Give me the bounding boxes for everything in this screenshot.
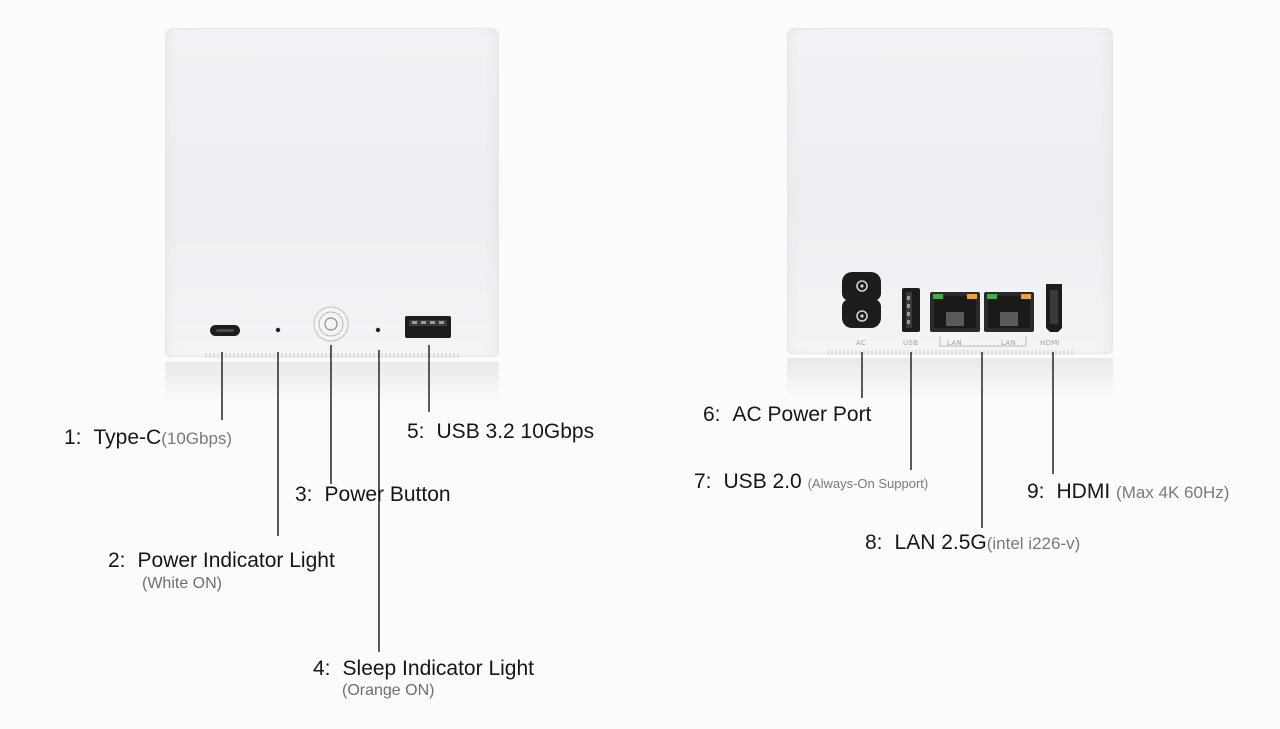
- callout-6: 6:AC Power Port: [703, 403, 872, 426]
- callout-7-name: USB 2.0: [723, 470, 802, 493]
- port-label-lan-2: LAN: [1001, 339, 1016, 347]
- lan-port-2-icon: [984, 292, 1034, 332]
- callout-6-name: AC Power Port: [732, 403, 872, 426]
- lan-bracket: [939, 336, 1027, 347]
- callout-3: 3:Power Button: [295, 483, 451, 506]
- front-vent: [205, 353, 459, 358]
- usb-2-0-port-icon: [902, 288, 920, 332]
- lan-port-1-icon: [930, 292, 980, 332]
- callout-7: 7:USB 2.0 (Always-On Support): [694, 470, 929, 493]
- callout-1: 1:Type-C(10Gbps): [64, 426, 233, 449]
- port-label-ac: AC: [856, 339, 867, 347]
- power-indicator-light-icon: [275, 327, 281, 333]
- callout-3-name: Power Button: [324, 483, 451, 506]
- callout-1-detail: (10Gbps): [161, 429, 233, 448]
- callout-9-detail: (Max 4K 60Hz): [1116, 483, 1230, 502]
- callout-8-name: LAN 2.5G: [894, 531, 987, 554]
- callout-8-detail: (intel i226-v): [986, 534, 1081, 553]
- callout-5-name: USB 3.2 10Gbps: [436, 420, 595, 443]
- callout-4-detail: (Orange ON): [342, 682, 435, 699]
- sleep-indicator-light-icon: [375, 327, 381, 333]
- ac-power-port-icon: [842, 272, 881, 328]
- hdmi-port-icon: [1046, 284, 1062, 332]
- port-label-usb: USB: [903, 339, 919, 347]
- front-device-reflection: [165, 362, 499, 402]
- front-device: [165, 28, 499, 358]
- callout-2-detail: (White ON): [142, 575, 222, 592]
- callout-2-name: Power Indicator Light: [137, 549, 335, 572]
- callout-4-name: Sleep Indicator Light: [342, 657, 534, 680]
- callout-9: 9:HDMI (Max 4K 60Hz): [1027, 480, 1230, 503]
- callout-5: 5:USB 3.2 10Gbps: [407, 420, 595, 443]
- callout-4: 4:Sleep Indicator Light: [313, 657, 534, 680]
- callout-2: 2:Power Indicator Light: [108, 549, 335, 572]
- back-vent: [827, 350, 1073, 355]
- port-label-lan-1: LAN: [947, 339, 962, 347]
- callout-7-detail: (Always-On Support): [807, 476, 929, 491]
- callout-9-name: HDMI: [1056, 480, 1111, 503]
- callout-8: 8:LAN 2.5G(intel i226-v): [865, 531, 1081, 554]
- back-device-reflection: [787, 358, 1113, 398]
- callout-1-name: Type-C: [93, 426, 162, 449]
- port-label-hdmi: HDMI: [1040, 339, 1060, 347]
